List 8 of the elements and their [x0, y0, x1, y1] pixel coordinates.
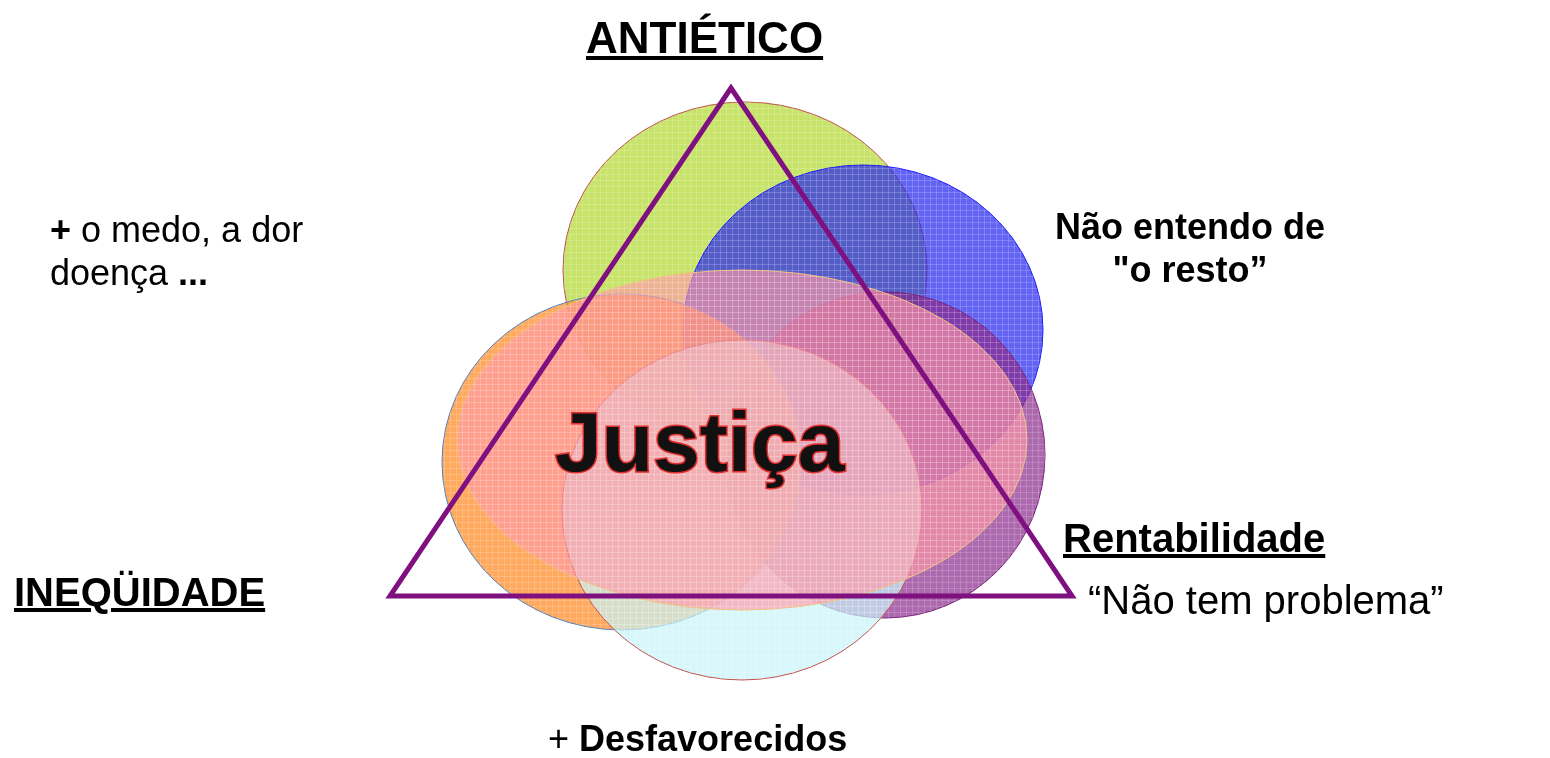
note-text: + Desfavorecidos	[548, 717, 848, 758]
note-text: + o medo, a dor doença ...	[50, 208, 305, 295]
heading-label: ANTIÉTICO	[586, 12, 824, 64]
note-text: Não entendo de "o resto”	[1054, 205, 1326, 292]
corner-label: Rentabilidade	[1063, 515, 1326, 562]
quote-text: “Não tem problema”	[1088, 577, 1444, 624]
center-title: Justiça	[555, 394, 845, 491]
corner-label: INEQÜIDADE	[14, 569, 266, 616]
